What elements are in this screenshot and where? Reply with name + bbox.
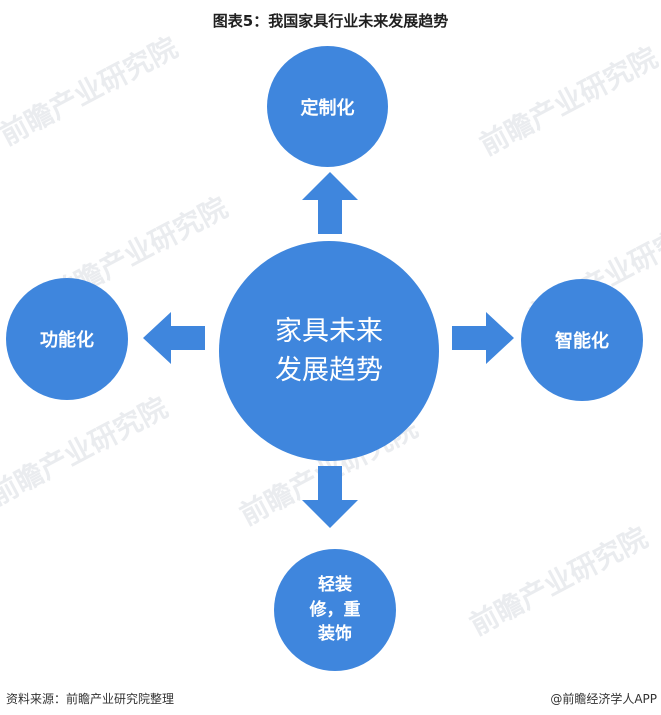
- trend-decoration-line1: 轻装: [318, 575, 352, 596]
- trend-functionality-label: 功能化: [40, 330, 94, 351]
- watermark: 前瞻产业研究院: [0, 30, 183, 152]
- trend-decoration-node: 轻装 修，重 装饰: [274, 549, 396, 671]
- center-node: 家具未来 发展趋势: [219, 241, 439, 461]
- center-label-line2: 发展趋势: [275, 355, 383, 386]
- watermark: 前瞻产业研究院: [474, 40, 661, 162]
- trend-customization-label: 定制化: [300, 97, 355, 119]
- trend-decoration-line3: 装饰: [318, 624, 352, 645]
- brand-credit: @前瞻经济学人APP: [550, 692, 657, 706]
- arrow-up-icon: [302, 172, 358, 234]
- trend-decoration-line2: 修，重: [309, 599, 361, 620]
- arrow-down-icon: [302, 466, 358, 528]
- arrow-right-icon: [452, 312, 514, 364]
- trend-intelligence-label: 智能化: [555, 331, 609, 352]
- watermark: 前瞻产业研究院: [0, 390, 173, 512]
- trend-intelligence-node: 智能化: [521, 279, 643, 401]
- trend-functionality-node: 功能化: [6, 278, 128, 400]
- center-label-line1: 家具未来: [275, 315, 383, 347]
- trend-customization-node: 定制化: [267, 46, 388, 167]
- arrow-left-icon: [143, 312, 205, 364]
- watermark: 前瞻产业研究院: [464, 520, 653, 642]
- source-note: 资料来源：前瞻产业研究院整理: [6, 692, 175, 706]
- page-title: 图表5：我国家具行业未来发展趋势: [212, 12, 449, 30]
